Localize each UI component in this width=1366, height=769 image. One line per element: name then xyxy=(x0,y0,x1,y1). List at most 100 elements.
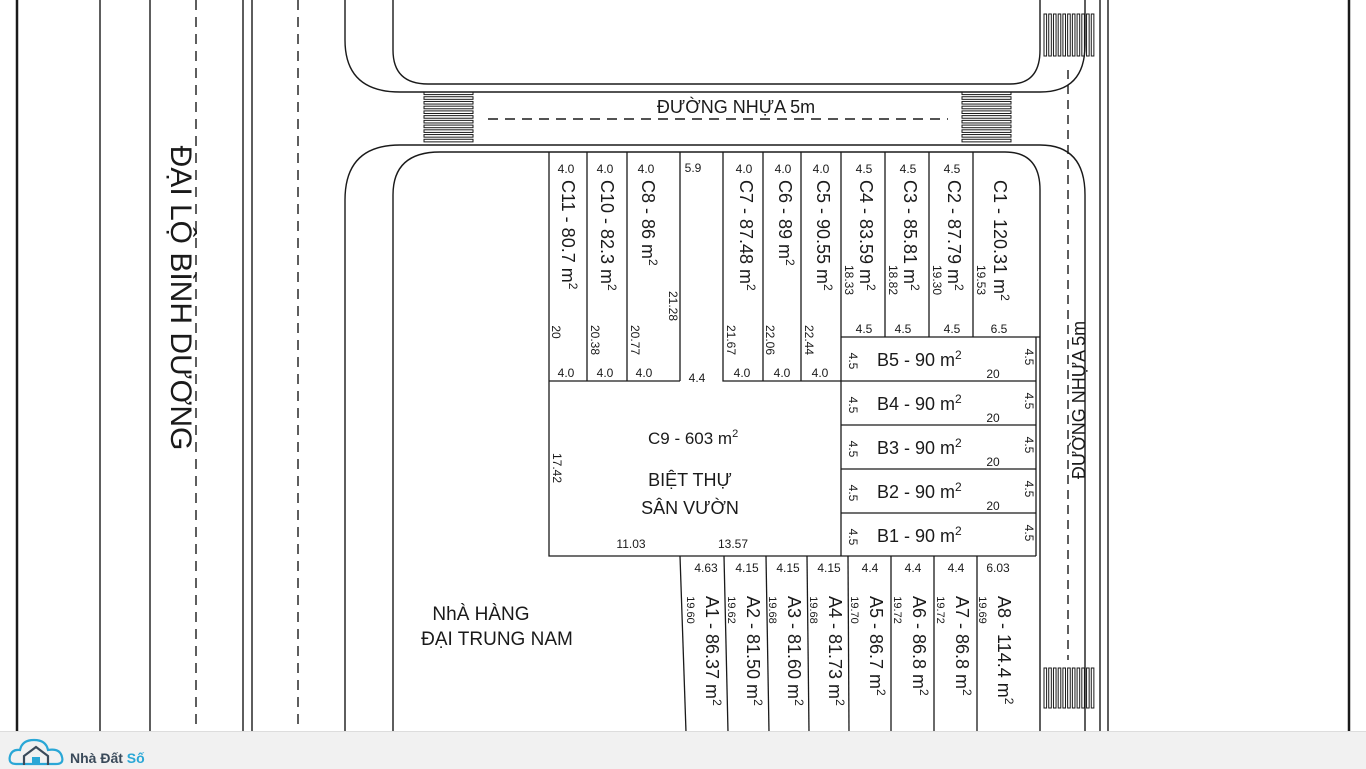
crosswalk-stripe xyxy=(423,115,474,119)
crosswalk-stripe xyxy=(1048,667,1052,709)
a-lot-front-width: 6.03 xyxy=(986,561,1010,575)
c-lot-front-width: 4.0 xyxy=(558,162,575,176)
c-lot-label: C7 - 87.48 m2 xyxy=(736,180,758,291)
b-lot-left-width: 4.5 xyxy=(846,485,860,502)
a-lot-label: A8 - 114.4 m2 xyxy=(994,596,1016,705)
crosswalk-stripe xyxy=(961,119,1012,124)
c-lot-depth: 18.82 xyxy=(886,265,900,295)
a-lot-label: A4 - 81.73 m2 xyxy=(825,596,847,706)
c-lot-back-width: 6.5 xyxy=(991,322,1008,336)
b-lot-label: B4 - 90 m2 xyxy=(877,392,962,414)
crosswalk-stripe xyxy=(961,129,1012,133)
crosswalk-stripe xyxy=(961,96,1012,100)
c-lot-depth: 20 xyxy=(549,325,563,339)
crosswalk-stripe xyxy=(961,105,1012,110)
crosswalk-stripe xyxy=(1052,667,1057,709)
crosswalk-stripe xyxy=(423,119,474,124)
c-lot-depth: 22.44 xyxy=(802,325,816,355)
b-lot-left-width: 4.5 xyxy=(846,529,860,546)
b-lot-right-width: 4.5 xyxy=(1022,437,1036,454)
b-lot-label: B1 - 90 m2 xyxy=(877,524,962,546)
c-lot-front-width: 4.5 xyxy=(856,162,873,176)
a-lot-depth: 19.70 xyxy=(848,596,860,624)
right-road-lines xyxy=(1067,0,1109,732)
lot-lines xyxy=(548,152,1040,733)
crosswalk-top-right xyxy=(961,91,1012,143)
a-lot-depth: 19.68 xyxy=(807,596,819,624)
brand-logo[interactable]: Nhà Đất Số xyxy=(8,734,145,767)
c-lot-label: C6 - 89 m2 xyxy=(775,180,797,266)
crosswalk-stripe xyxy=(1062,13,1067,57)
crosswalk-stripe xyxy=(1062,667,1067,709)
a-lot-front-width: 4.15 xyxy=(776,561,800,575)
c-lot-label: C10 - 82.3 m2 xyxy=(597,180,619,291)
top-block xyxy=(344,0,1086,93)
a-lot-label: A5 - 86.7 m2 xyxy=(866,596,888,696)
c-lot-depth: 19.30 xyxy=(930,265,944,295)
crosswalk-stripe xyxy=(423,100,474,105)
c-lot-depth: 21.28 xyxy=(666,291,680,321)
crosswalk-top-left xyxy=(423,91,474,143)
crosswalk-stripe xyxy=(1048,13,1052,57)
a-lot-depth: 19.62 xyxy=(725,596,737,624)
crosswalk-stripe xyxy=(1076,13,1081,57)
crosswalk-right-top xyxy=(1043,13,1095,57)
c-lot-back-width: 4.0 xyxy=(812,366,829,380)
villa-left-dimension: 17.42 xyxy=(550,453,564,483)
b-lot-label: B3 - 90 m2 xyxy=(877,436,962,458)
a-lot-label: A2 - 81.50 m2 xyxy=(743,596,765,706)
restaurant-name-line1: NhÀ HÀNG xyxy=(432,604,529,625)
b-lot-left-width: 4.5 xyxy=(846,441,860,458)
crosswalk-stripe xyxy=(961,100,1012,105)
crosswalk-stripe xyxy=(961,115,1012,119)
a-lot-depth: 19.69 xyxy=(976,596,988,624)
crosswalk-stripe xyxy=(1086,13,1090,57)
a-lot-front-width: 4.15 xyxy=(735,561,759,575)
a-lot-front-width: 4.4 xyxy=(862,561,879,575)
c-lot-back-width: 4.5 xyxy=(895,322,912,336)
b-lot-depth: 20 xyxy=(986,455,1000,469)
c-lot-label: C3 - 85.81 m2 xyxy=(900,180,922,291)
c-lot-label: C1 - 120.31 m2 xyxy=(990,180,1012,301)
crosswalk-stripe xyxy=(1071,667,1076,709)
crosswalk-stripe xyxy=(423,129,474,133)
c-lot-label: C5 - 90.55 m2 xyxy=(813,180,835,291)
villa-type-line1: BIỆT THỰ xyxy=(648,470,732,490)
b-lot-left-width: 4.5 xyxy=(846,397,860,414)
c-lot-front-width: 4.0 xyxy=(736,162,753,176)
crosswalk-stripe xyxy=(1081,667,1085,709)
a-lot-depth: 19.60 xyxy=(684,596,696,624)
crosswalk-stripe xyxy=(961,91,1012,96)
crosswalk-stripe xyxy=(423,105,474,110)
villa-lot-label: C9 - 603 m2 xyxy=(648,428,738,448)
c-lot-back-width: 4.5 xyxy=(856,322,873,336)
c-lot-label: C11 - 80.7 m2 xyxy=(558,180,580,290)
c-lot-depth: 20.77 xyxy=(628,325,642,355)
c-lot-depth: 20.38 xyxy=(588,325,602,355)
restaurant-name-line2: ĐẠI TRUNG NAM xyxy=(421,629,573,650)
gap-width-label: 5.9 xyxy=(685,161,702,175)
crosswalk-stripe xyxy=(961,124,1012,129)
villa-type-line2: SÂN VƯỜN xyxy=(641,497,739,518)
crosswalk-right-bottom xyxy=(1043,667,1095,709)
crosswalk-stripe xyxy=(423,138,474,143)
crosswalk-stripe xyxy=(1057,667,1062,709)
crosswalk-stripe xyxy=(1057,13,1062,57)
main-block xyxy=(344,144,1086,732)
footer-bar: Nhà Đất Số xyxy=(0,731,1366,769)
c-lot-depth: 19.53 xyxy=(974,265,988,295)
c-lot-front-width: 4.5 xyxy=(944,162,961,176)
c-lot-label: C4 - 83.59 m2 xyxy=(856,180,878,291)
a-lot-depth: 19.72 xyxy=(891,596,903,624)
a-lot-front-width: 4.4 xyxy=(948,561,965,575)
b-lot-right-width: 4.5 xyxy=(1022,393,1036,410)
c-lot-back-width: 4.5 xyxy=(944,322,961,336)
c-lot-depth: 22.06 xyxy=(763,325,777,355)
b-lot-right-width: 4.5 xyxy=(1022,481,1036,498)
crosswalk-stripe xyxy=(423,96,474,100)
c-lot-back-width: 4.0 xyxy=(734,366,751,380)
a-lot-front-width: 4.4 xyxy=(905,561,922,575)
right-road-name: ĐƯỜNG NHỰA 5m xyxy=(1068,321,1089,479)
